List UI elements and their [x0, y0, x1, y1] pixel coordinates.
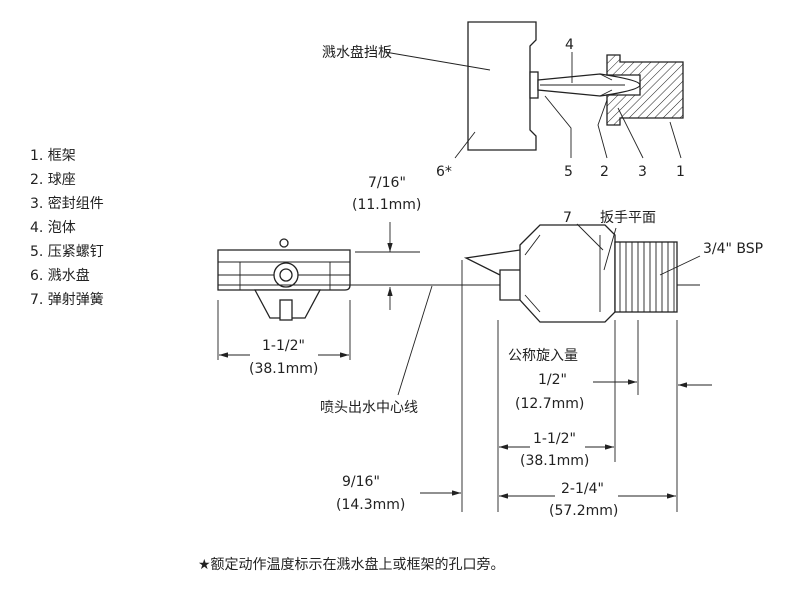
body-dim-mm: (38.1mm): [520, 453, 589, 469]
dim-7-16-in: 7/16": [368, 175, 406, 191]
legend-item: 2. 球座: [30, 172, 76, 188]
deflector: [467, 21, 537, 151]
callout-4: 4: [565, 37, 574, 53]
legend-item: 1. 框架: [30, 148, 76, 164]
side-view: 7 扳手平面 3/4" BSP: [463, 210, 763, 323]
parts-legend: 1. 框架 2. 球座 3. 密封组件 4. 泡体 5. 压紧螺钉 6. 溅水盘…: [30, 148, 104, 308]
callout-5: 5: [564, 164, 573, 180]
legend-item: 3. 密封组件: [30, 195, 104, 212]
side-dimensions: 公称旋入量 1/2" (12.7mm) 1-1/2" (38.1mm) 2-1/…: [336, 260, 712, 519]
callout-7: 7: [563, 210, 572, 226]
dim-7-16: 7/16" (11.1mm): [352, 175, 421, 310]
engagement-mm: (12.7mm): [515, 396, 584, 412]
compression-screw-head: [529, 71, 539, 99]
legend-item: 5. 压紧螺钉: [30, 244, 104, 260]
callout-1: 1: [676, 164, 685, 180]
callout-3: 3: [638, 164, 647, 180]
overall-dim-mm: (57.2mm): [549, 503, 618, 519]
deflector-label: 溅水盘挡板: [322, 44, 392, 61]
width-dim-in: 1-1/2": [262, 338, 305, 354]
front-view: 1-1/2" (38.1mm): [217, 238, 351, 377]
sectional-view: 溅水盘挡板 6* 4 5 2 3 1: [322, 21, 685, 180]
dim-9-16-in: 9/16": [342, 474, 380, 490]
thread: [614, 241, 678, 313]
legend-item: 6. 溅水盘: [30, 267, 90, 284]
centerline-label: 喷头出水中心线: [320, 400, 418, 416]
legend-item: 4. 泡体: [30, 220, 76, 236]
dim-7-16-mm: (11.1mm): [352, 197, 421, 213]
dim-9-16-mm: (14.3mm): [336, 497, 405, 513]
callout-2: 2: [600, 164, 609, 180]
width-dim-mm: (38.1mm): [249, 361, 318, 377]
callout-6: 6*: [436, 164, 452, 180]
engagement-in: 1/2": [538, 372, 567, 388]
thread-label: 3/4" BSP: [703, 241, 763, 257]
wrench-flat-label: 扳手平面: [600, 210, 656, 226]
body-dim-in: 1-1/2": [533, 431, 576, 447]
legend-item: 7. 弹射弹簧: [30, 292, 104, 308]
engagement-label: 公称旋入量: [508, 348, 578, 364]
overall-dim-in: 2-1/4": [561, 481, 604, 497]
footnote: ★额定动作温度标示在溅水盘上或框架的孔口旁。: [198, 556, 505, 573]
frame-body: [606, 54, 684, 126]
